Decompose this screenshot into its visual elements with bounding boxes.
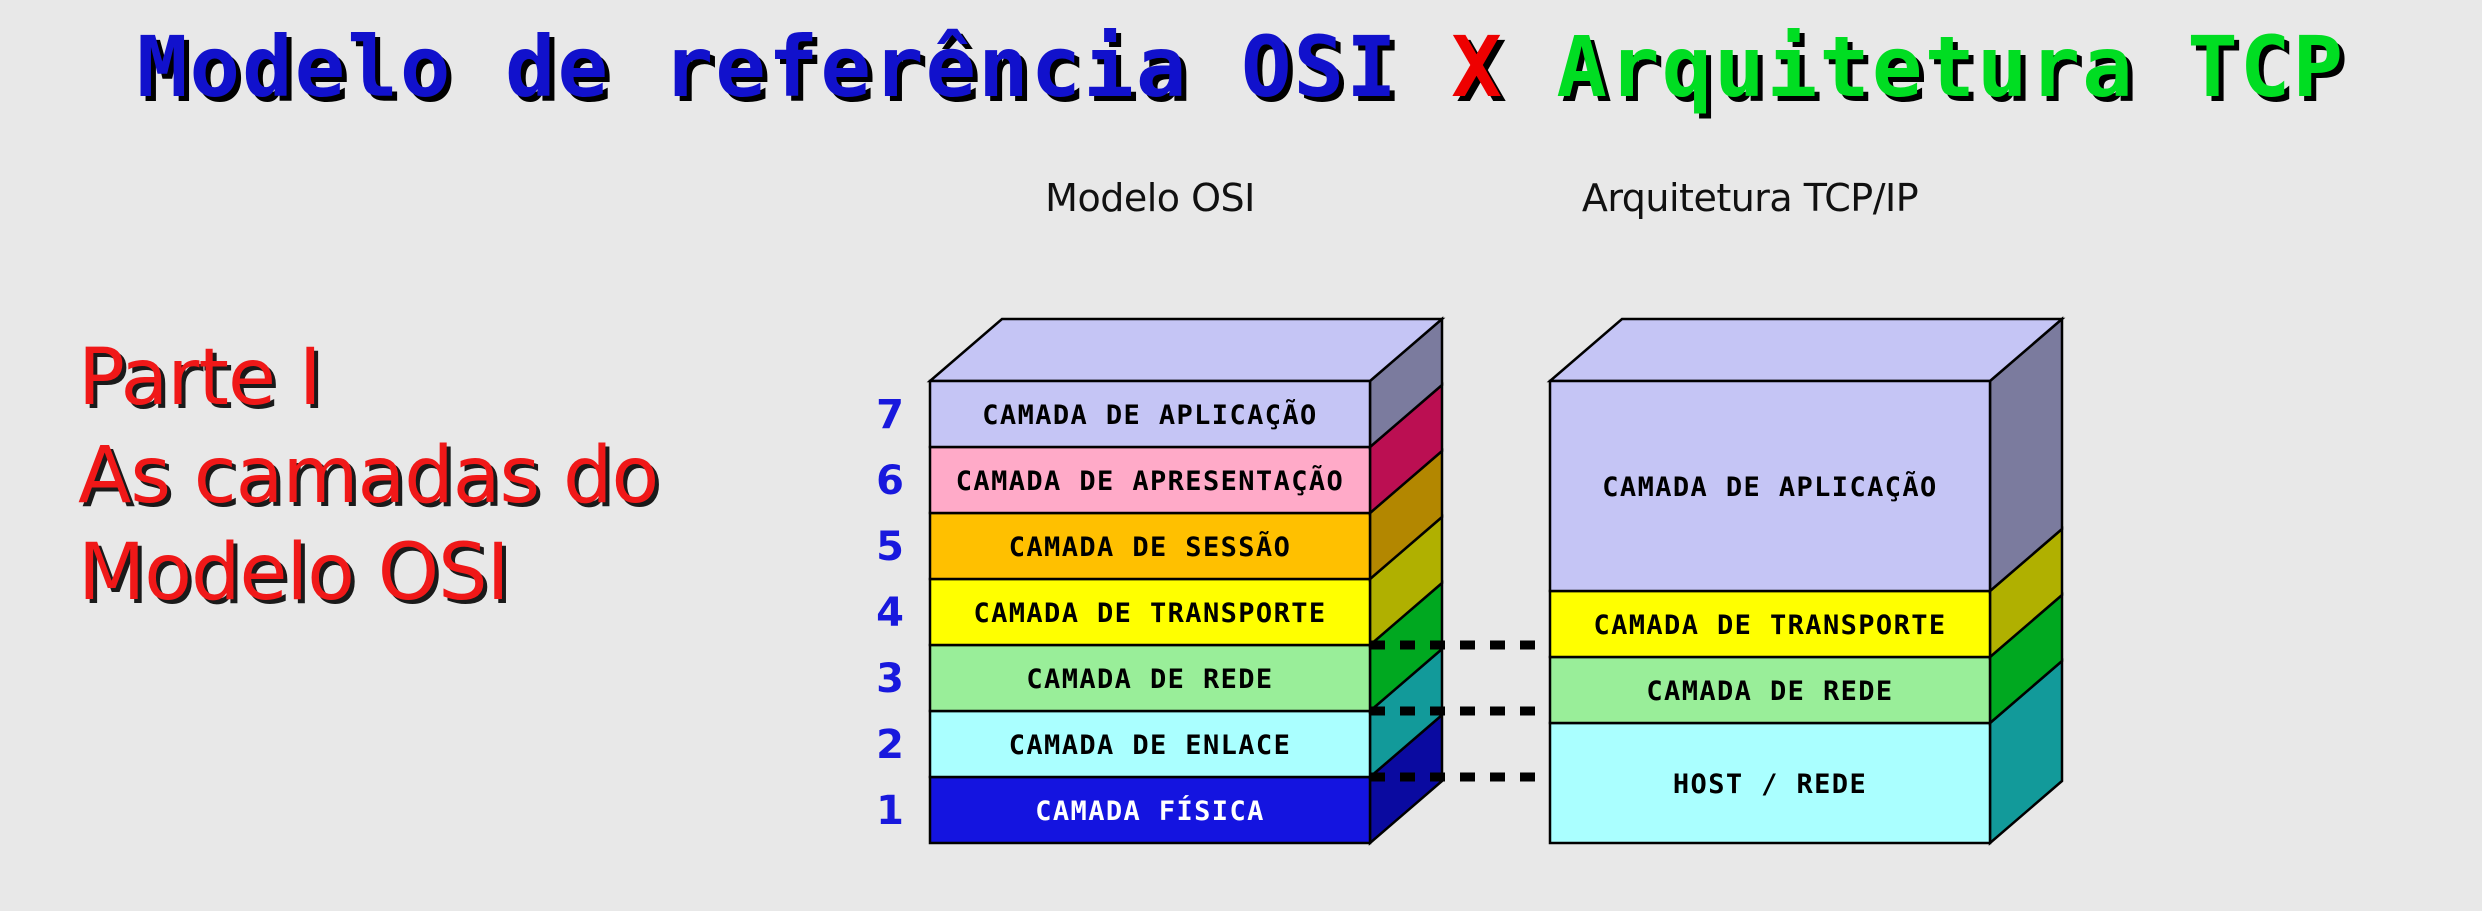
connector-lines xyxy=(1370,640,1550,782)
layer-block: CAMADA FÍSICA 1 xyxy=(876,712,1444,846)
tcpip-stack-title: Arquitetura TCP/IP xyxy=(1582,176,1918,220)
layer-block: CAMADA DE APRESENTAÇÃO 6 xyxy=(876,382,1444,516)
layer-front-face xyxy=(1548,721,1992,845)
layer-number: 6 xyxy=(876,458,904,504)
layer-front-face xyxy=(928,775,1372,845)
layer-label: CAMADA DE REDE xyxy=(1026,664,1273,695)
title-segment-x: X xyxy=(1451,18,1504,116)
layer-block: HOST / REDE xyxy=(1548,658,2064,846)
osi-tcpip-comparison-diagram: Modelo OSI Arquitetura TCP/IP CAMADA FÍS… xyxy=(850,175,2150,895)
layer-label: HOST / REDE xyxy=(1673,769,1867,800)
layer-number: 7 xyxy=(876,392,904,438)
layer-front-face xyxy=(1548,379,1992,593)
layer-label: CAMADA DE ENLACE xyxy=(1009,730,1292,761)
layer-top-face xyxy=(1546,317,2066,383)
layer-label: CAMADA DE REDE xyxy=(1646,676,1893,707)
subtitle-line-3: Modelo OSI xyxy=(78,528,510,618)
layer-block: CAMADA DE APLICAÇÃO 7 xyxy=(876,316,1446,450)
title-segment-osi: Modelo de referência OSI xyxy=(136,18,1452,116)
layer-label: CAMADA DE APRESENTAÇÃO xyxy=(956,465,1344,497)
layer-label: CAMADA DE TRANSPORTE xyxy=(973,598,1326,629)
layer-block: CAMADA DE TRANSPORTE xyxy=(1548,526,2064,660)
layer-front-face xyxy=(928,577,1372,647)
subtitle-line-2: As camadas do xyxy=(78,430,659,521)
subtitle-block: Parte I As camadas do Modelo OSI xyxy=(78,330,659,623)
layer-number: 1 xyxy=(876,788,904,834)
title-segment-tcp: Arquitetura TCP xyxy=(1503,18,2346,116)
tcpip-stack: HOST / REDE CAMADA DE REDE CAMADA DE TRANS… xyxy=(1546,316,2066,846)
subtitle-line-1: Parte I xyxy=(78,333,322,423)
layer-label: CAMADA DE APLICAÇÃO xyxy=(1602,471,1937,503)
layer-top-face xyxy=(926,317,1446,383)
layer-label: CAMADA DE SESSÃO xyxy=(1009,531,1292,563)
layer-front-face xyxy=(1548,589,1992,659)
page-title: Modelo de referência OSI X Arquitetura T… xyxy=(0,18,2482,116)
layer-block: CAMADA DE APLICAÇÃO xyxy=(1546,316,2066,594)
layer-label: CAMADA DE TRANSPORTE xyxy=(1593,610,1946,641)
layer-label: CAMADA FÍSICA xyxy=(1035,795,1265,827)
layer-front-face xyxy=(928,445,1372,515)
layer-number: 3 xyxy=(876,656,904,702)
layer-number: 2 xyxy=(876,722,904,768)
osi-stack-title: Modelo OSI xyxy=(1045,176,1255,220)
layer-block: CAMADA DE TRANSPORTE 4 xyxy=(876,514,1444,648)
layer-front-face xyxy=(928,379,1372,449)
layer-front-face xyxy=(928,709,1372,779)
layer-front-face xyxy=(928,511,1372,581)
layer-number: 4 xyxy=(876,590,904,636)
osi-stack: CAMADA FÍSICA 1 CAMADA DE ENLACE 2 CAMADA DE… xyxy=(876,316,1446,846)
layer-number: 5 xyxy=(876,524,904,570)
layer-front-face xyxy=(1548,655,1992,725)
layer-label: CAMADA DE APLICAÇÃO xyxy=(982,399,1317,431)
layer-block: CAMADA DE REDE xyxy=(1548,592,2064,726)
